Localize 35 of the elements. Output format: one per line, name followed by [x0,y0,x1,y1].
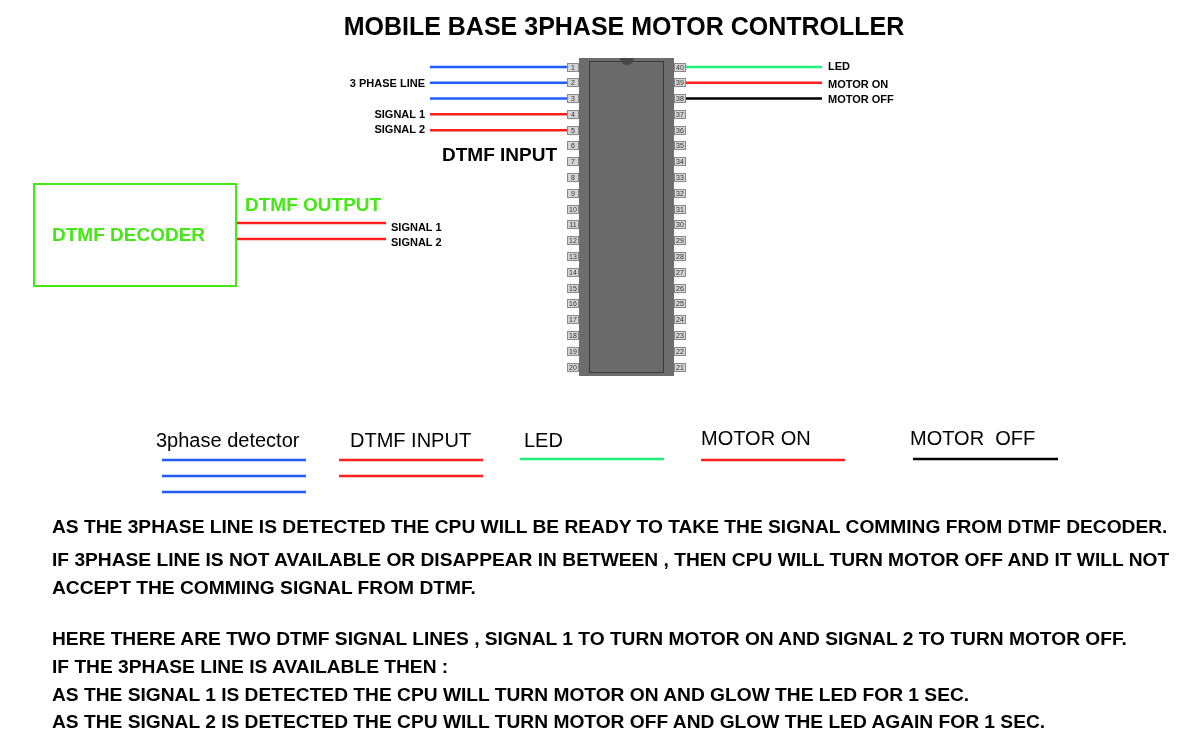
wire [430,65,567,69]
block-title: DTMF DECODER [52,223,206,247]
wire-label: MOTOR ON [822,77,889,91]
section-label: DTMF INPUT [442,143,558,167]
legend-label: MOTOR OFF [910,426,1036,450]
wire [686,97,822,100]
wire [430,128,567,132]
wire [237,237,386,241]
wire [686,81,822,85]
legend-label: LED [524,428,563,452]
decoder-block [33,183,237,287]
section-label: DTMF OUTPUT [245,193,382,217]
wire [430,97,567,100]
note-text: AS THE SIGNAL 1 IS DETECTED THE CPU WILL TURN MOTOR ON AND GLOW THE LED FOR 1 SEC. [52,683,971,707]
diagram-title: MOBILE BASE 3PHASE MOTOR CONTROLLER [343,11,905,41]
note-text: IF 3PHASE LINE IS NOT AVAILABLE OR DISAPPEAR IN BETWEEN , THEN CPU WILL TURN MOTOR OFF AND IT WILL NOT ACCEPT THE COMMING SIGNAL FROM DTMF. [52,548,1171,600]
legend-label: 3phase detector [156,428,300,452]
wire-label: SIGNAL 1 [386,220,442,234]
legend-label: DTMF INPUT [350,428,472,452]
wire-label: SIGNAL 1 [374,107,430,121]
note-text: AS THE SIGNAL 2 IS DETECTED THE CPU WILL TURN MOTOR OFF AND GLOW THE LED AGAIN FOR 1 SEC. [52,710,1047,734]
wire-label: 3 PHASE LINE [349,62,430,104]
wire-label: SIGNAL 2 [386,235,442,249]
note-text: HERE THERE ARE TWO DTMF SIGNAL LINES , SIGNAL 1 TO TURN MOTOR ON AND SIGNAL 2 TO TURN MOTOR OFF. [52,627,1128,651]
wire-label: SIGNAL 2 [374,122,430,136]
note-text: AS THE 3PHASE LINE IS DETECTED THE CPU WILL BE READY TO TAKE THE SIGNAL COMMING FROM DTMF DECODER. [52,515,1169,539]
legend-label: MOTOR ON [701,426,811,450]
wire-label: MOTOR OFF [822,92,894,106]
wire [430,81,567,85]
note-text: IF THE 3PHASE LINE IS AVAILABLE THEN : [52,655,450,679]
wire [686,65,822,69]
wire-label: LED [822,59,850,73]
wire [430,113,567,116]
ic-chip [567,58,686,376]
wire [237,221,386,225]
